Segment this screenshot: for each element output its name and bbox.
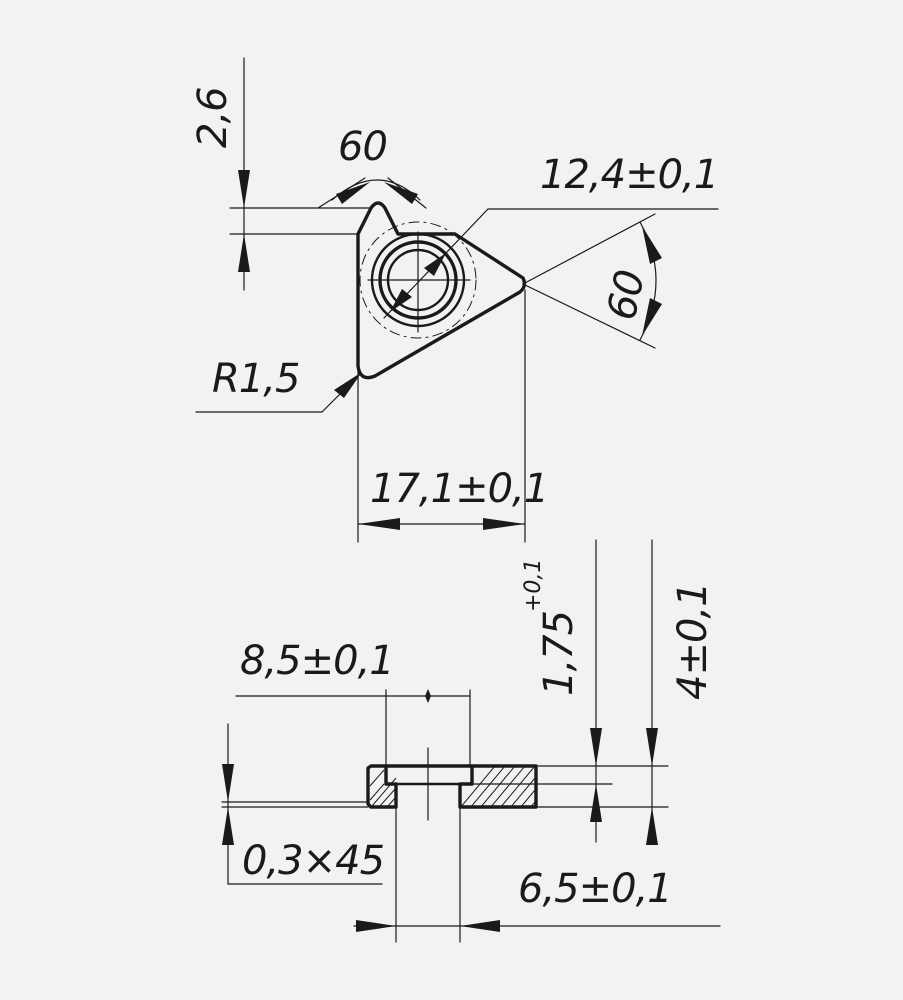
arrow-depth-top xyxy=(590,728,602,766)
section-outline xyxy=(366,764,538,809)
arrow-2-6-top xyxy=(238,170,250,208)
arrow-width-right xyxy=(483,518,525,530)
ext-line-60-right-bottom xyxy=(522,283,656,349)
dim-chamfer-label: 0,3×45 xyxy=(242,838,384,884)
arrow-depth-bottom xyxy=(590,784,602,822)
dim-2-6-label: 2,6 xyxy=(190,87,236,148)
dim-60-top-label: 60 xyxy=(338,124,387,170)
arrow-diameter-top xyxy=(424,253,446,276)
arrow-bore xyxy=(425,689,431,703)
dim-bore-label: 8,5±0,1 xyxy=(240,638,394,684)
arrow-60-right xyxy=(384,182,418,204)
arrow-hole-right xyxy=(460,920,500,932)
arrow-thickness-top xyxy=(646,728,658,766)
arrow-60-right-bottom xyxy=(642,298,662,336)
arrow-thickness-bottom xyxy=(646,807,658,845)
top-view: 2,6 60 12,4±0,1 60 R1,5 17,1±0,1 xyxy=(190,57,719,543)
thread-circle xyxy=(359,221,477,339)
bore-mask xyxy=(386,766,472,784)
dim-thickness-label: 4±0,1 xyxy=(670,582,716,700)
arrow-60-left xyxy=(336,182,370,204)
arrow-chamfer-top xyxy=(222,764,234,802)
section-view: 8,5±0,1 1,75 +0,1 4±0,1 0,3×45 6,5±0,1 xyxy=(221,539,721,943)
arrow-width-left xyxy=(358,518,400,530)
ext-line-60-right-top xyxy=(522,213,656,285)
dim-radius-label: R1,5 xyxy=(212,356,299,402)
arrow-chamfer-bottom xyxy=(222,807,234,845)
dim-60-right-label: 60 xyxy=(599,267,654,324)
dim-depth-label: 1,75 xyxy=(536,611,582,696)
arrow-diameter-bottom xyxy=(390,289,412,312)
dim-depth-tolerance: +0,1 xyxy=(521,559,546,612)
arrow-2-6-bottom xyxy=(238,234,250,272)
hole-mask xyxy=(398,784,460,806)
arrow-radius xyxy=(334,372,362,398)
hatch-right xyxy=(460,765,536,807)
dim-diameter-label: 12,4±0,1 xyxy=(540,152,718,198)
dim-width-label: 17,1±0,1 xyxy=(370,466,548,512)
dim-hole-label: 6,5±0,1 xyxy=(518,866,672,912)
arrow-hole-left xyxy=(356,920,396,932)
hatch-left xyxy=(369,769,397,807)
arrow-60-right-top xyxy=(642,226,662,264)
